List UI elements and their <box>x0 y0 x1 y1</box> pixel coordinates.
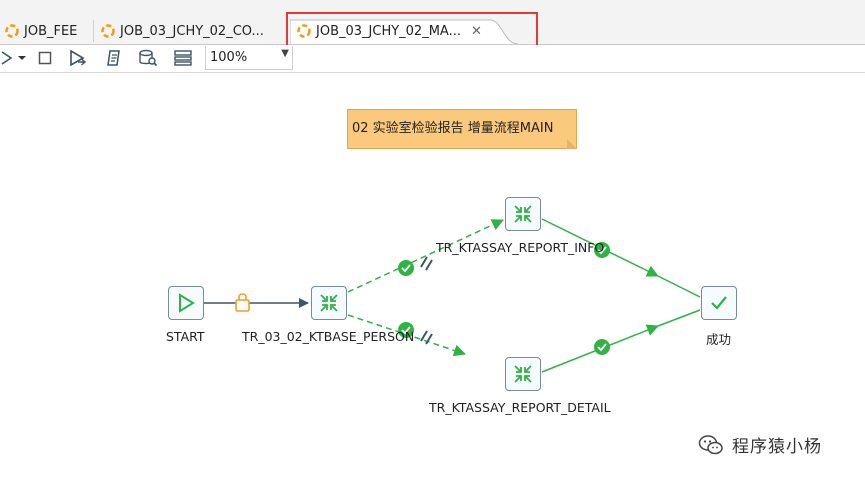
note-box[interactable]: 02 实验室检验报告 增量流程MAIN <box>347 109 577 149</box>
note-text: 02 实验室检验报告 增量流程MAIN <box>352 121 554 136</box>
node-success[interactable] <box>701 286 737 320</box>
zoom-select[interactable]: 100% ▼ <box>205 46 293 70</box>
note-fold <box>567 139 577 149</box>
preview-icon[interactable] <box>68 48 88 68</box>
check-circle-icon <box>398 322 414 338</box>
active-tab-shape <box>290 19 519 45</box>
run-icon[interactable] <box>0 48 14 68</box>
zoom-value: 100% <box>210 50 248 65</box>
node-start-label: START <box>166 329 205 344</box>
tab-job-03-co[interactable]: JOB_03_JCHY_02_CO... <box>96 20 288 42</box>
run-dropdown-icon[interactable] <box>16 48 28 68</box>
job-icon <box>5 24 19 38</box>
transformation-icon <box>320 294 338 312</box>
watermark: 程序猿小杨 <box>698 432 822 457</box>
job-icon <box>297 24 311 38</box>
node-report-info[interactable] <box>505 197 541 231</box>
transformation-icon <box>514 365 532 383</box>
editor-tab-bar: JOB_FEE JOB_03_JCHY_02_CO... JOB_03_JCHY… <box>0 0 865 45</box>
checkmark-icon <box>711 296 727 310</box>
play-icon <box>179 293 195 313</box>
tab-label: JOB_03_JCHY_02_CO... <box>120 23 264 39</box>
job-icon <box>101 24 115 38</box>
database-explore-icon[interactable] <box>137 48 159 68</box>
tab-label: JOB_03_JCHY_02_MA... <box>316 23 461 39</box>
node-report-detail[interactable] <box>505 357 541 391</box>
watermark-text: 程序猿小杨 <box>732 437 822 457</box>
chevron-down-icon: ▼ <box>281 48 289 59</box>
node-start[interactable] <box>168 286 204 320</box>
hop-report-detail-success-tail <box>657 309 701 327</box>
toolbar <box>0 45 865 73</box>
lock-icon <box>235 293 250 312</box>
stop-icon[interactable] <box>36 48 54 68</box>
tab-label: JOB_FEE <box>24 23 78 39</box>
check-circle-icon <box>594 339 610 355</box>
tab-job-03-main[interactable]: JOB_03_JCHY_02_MA... ✕ <box>292 20 502 42</box>
tab-job-fee[interactable]: JOB_FEE <box>0 20 94 42</box>
layout-icon[interactable] <box>172 48 194 68</box>
node-report-detail-label: TR_KTASSAY_REPORT_DETAIL <box>429 400 611 415</box>
node-ktbase-person[interactable] <box>311 286 347 320</box>
wechat-icon <box>698 434 723 454</box>
close-tab-icon[interactable]: ✕ <box>470 23 482 39</box>
hop-ktbase-report-info[interactable] <box>347 219 504 293</box>
node-ktbase-person-label: TR_03_02_KTBASE_PERSON <box>242 329 415 344</box>
check-circle-icon <box>398 260 414 276</box>
node-success-label: 成功 <box>706 332 732 347</box>
transformation-icon <box>514 205 532 223</box>
check-circle-icon <box>594 242 610 258</box>
script-icon[interactable] <box>104 48 124 68</box>
hop-report-info-success-tail <box>657 275 701 298</box>
node-report-info-label: TR_KTASSAY_REPORT_INFO <box>436 240 605 255</box>
parallel-icon <box>420 330 433 345</box>
parallel-icon <box>420 256 433 271</box>
